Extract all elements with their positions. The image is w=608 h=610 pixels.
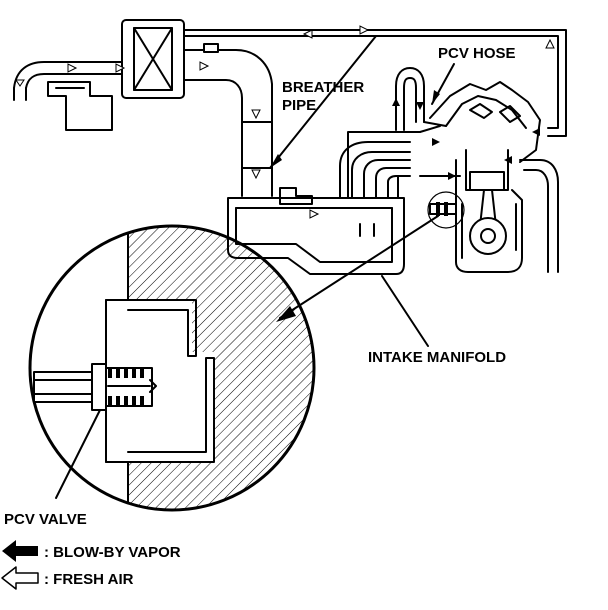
- leader-lines: [55, 35, 455, 499]
- flow-arrows-blow-by: [392, 98, 540, 180]
- breather-line: [183, 29, 567, 137]
- legend-fresh-air: : FRESH AIR: [44, 571, 134, 588]
- fresh-air-arrow-icon: [1, 566, 39, 590]
- breather-pipe-label: BREATHER: [282, 79, 364, 96]
- blow-by-arrow-icon: [2, 540, 38, 562]
- legend-blow-by-vapor: : BLOW-BY VAPOR: [44, 544, 181, 561]
- pcv-valve-small: [427, 191, 465, 229]
- pcv-valve-label: PCV VALVE: [4, 511, 87, 528]
- intake-runners: [339, 131, 421, 199]
- pcv-valve-large: [33, 363, 157, 411]
- flow-arrows-fresh-air: [15, 25, 555, 219]
- air-cleaner: [121, 19, 199, 99]
- pcv-hose: [395, 67, 425, 131]
- labels: BREATHER PIPE PCV HOSE INTAKE MANIFOLD P…: [4, 45, 516, 528]
- intake-duct: [197, 43, 313, 205]
- detail-magnifier: [28, 224, 316, 512]
- legend: : BLOW-BY VAPOR : FRESH AIR: [1, 540, 181, 590]
- breather-pipe-label-line2: PIPE: [282, 97, 316, 114]
- engine-block: [419, 81, 559, 273]
- pcv-hose-label: PCV HOSE: [438, 45, 516, 62]
- intake-manifold-label: INTAKE MANIFOLD: [368, 349, 506, 366]
- air-intake-duct: [13, 61, 127, 131]
